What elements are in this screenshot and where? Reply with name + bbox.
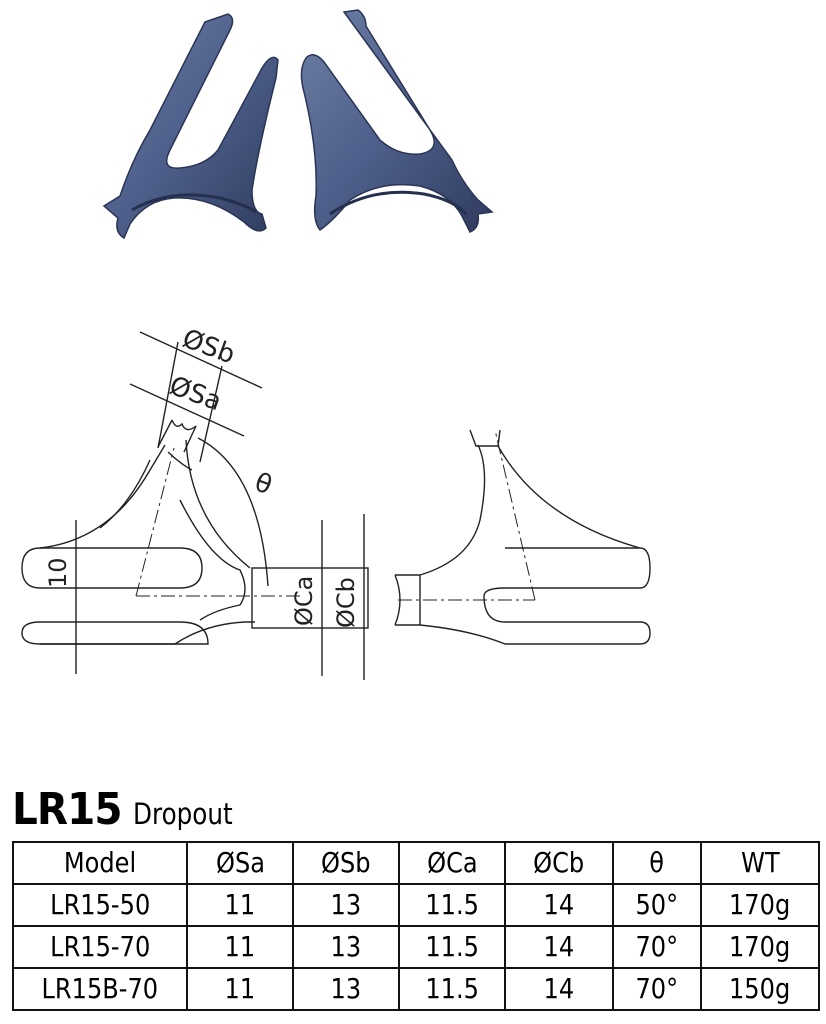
col-wt: WT <box>700 841 820 885</box>
cell-cb: 14 <box>504 967 614 1011</box>
cell-ca: 11.5 <box>398 883 506 927</box>
cell-sa: 11 <box>186 967 294 1011</box>
cell-sb: 13 <box>292 883 400 927</box>
cell-wt: 170g <box>700 883 820 927</box>
cell-ca: 11.5 <box>398 925 506 969</box>
label-sa: ØSa <box>165 371 225 417</box>
cell-model: LR15-70 <box>12 925 188 969</box>
cell-wt: 170g <box>700 925 820 969</box>
product-type: Dropout <box>133 797 233 831</box>
technical-drawing: ØSb ØSa θ 10 ØCa ØCb <box>21 324 651 680</box>
col-theta: θ <box>612 841 702 885</box>
product-title: LR15 Dropout <box>12 784 250 836</box>
table-row: LR15-70 11 13 11.5 14 70° 170g <box>12 925 820 969</box>
table-row: LR15-50 11 13 11.5 14 50° 170g <box>12 883 820 927</box>
cell-theta: 70° <box>612 925 702 969</box>
dropout-photo-right <box>300 9 494 233</box>
col-sb: ØSb <box>292 841 400 885</box>
cell-theta: 50° <box>612 883 702 927</box>
label-cb: ØCb <box>332 577 360 628</box>
table-row: LR15B-70 11 13 11.5 14 70° 150g <box>12 967 820 1011</box>
cell-sb: 13 <box>292 925 400 969</box>
col-model: Model <box>12 841 188 885</box>
dropout-photo-left <box>102 13 279 240</box>
model-name: LR15 <box>12 784 123 835</box>
cell-model: LR15-50 <box>12 883 188 927</box>
cell-model: LR15B-70 <box>12 967 188 1011</box>
cell-sa: 11 <box>186 925 294 969</box>
product-photo <box>102 9 494 240</box>
spec-table: Model ØSa ØSb ØCa ØCb θ WT LR15-50 11 13… <box>12 841 820 1011</box>
cell-theta: 70° <box>612 967 702 1011</box>
label-ca: ØCa <box>290 576 318 626</box>
cell-sb: 13 <box>292 967 400 1011</box>
cell-cb: 14 <box>504 925 614 969</box>
cell-ca: 11.5 <box>398 967 506 1011</box>
label-slot-width: 10 <box>44 557 72 588</box>
cell-sa: 11 <box>186 883 294 927</box>
label-theta: θ <box>251 468 276 502</box>
table-header-row: Model ØSa ØSb ØCa ØCb θ WT <box>12 841 820 885</box>
col-cb: ØCb <box>504 841 614 885</box>
col-ca: ØCa <box>398 841 506 885</box>
col-sa: ØSa <box>186 841 294 885</box>
drawing-left-view <box>21 331 369 680</box>
drawing-right-view <box>394 429 651 645</box>
cell-cb: 14 <box>504 883 614 927</box>
cell-wt: 150g <box>700 967 820 1011</box>
